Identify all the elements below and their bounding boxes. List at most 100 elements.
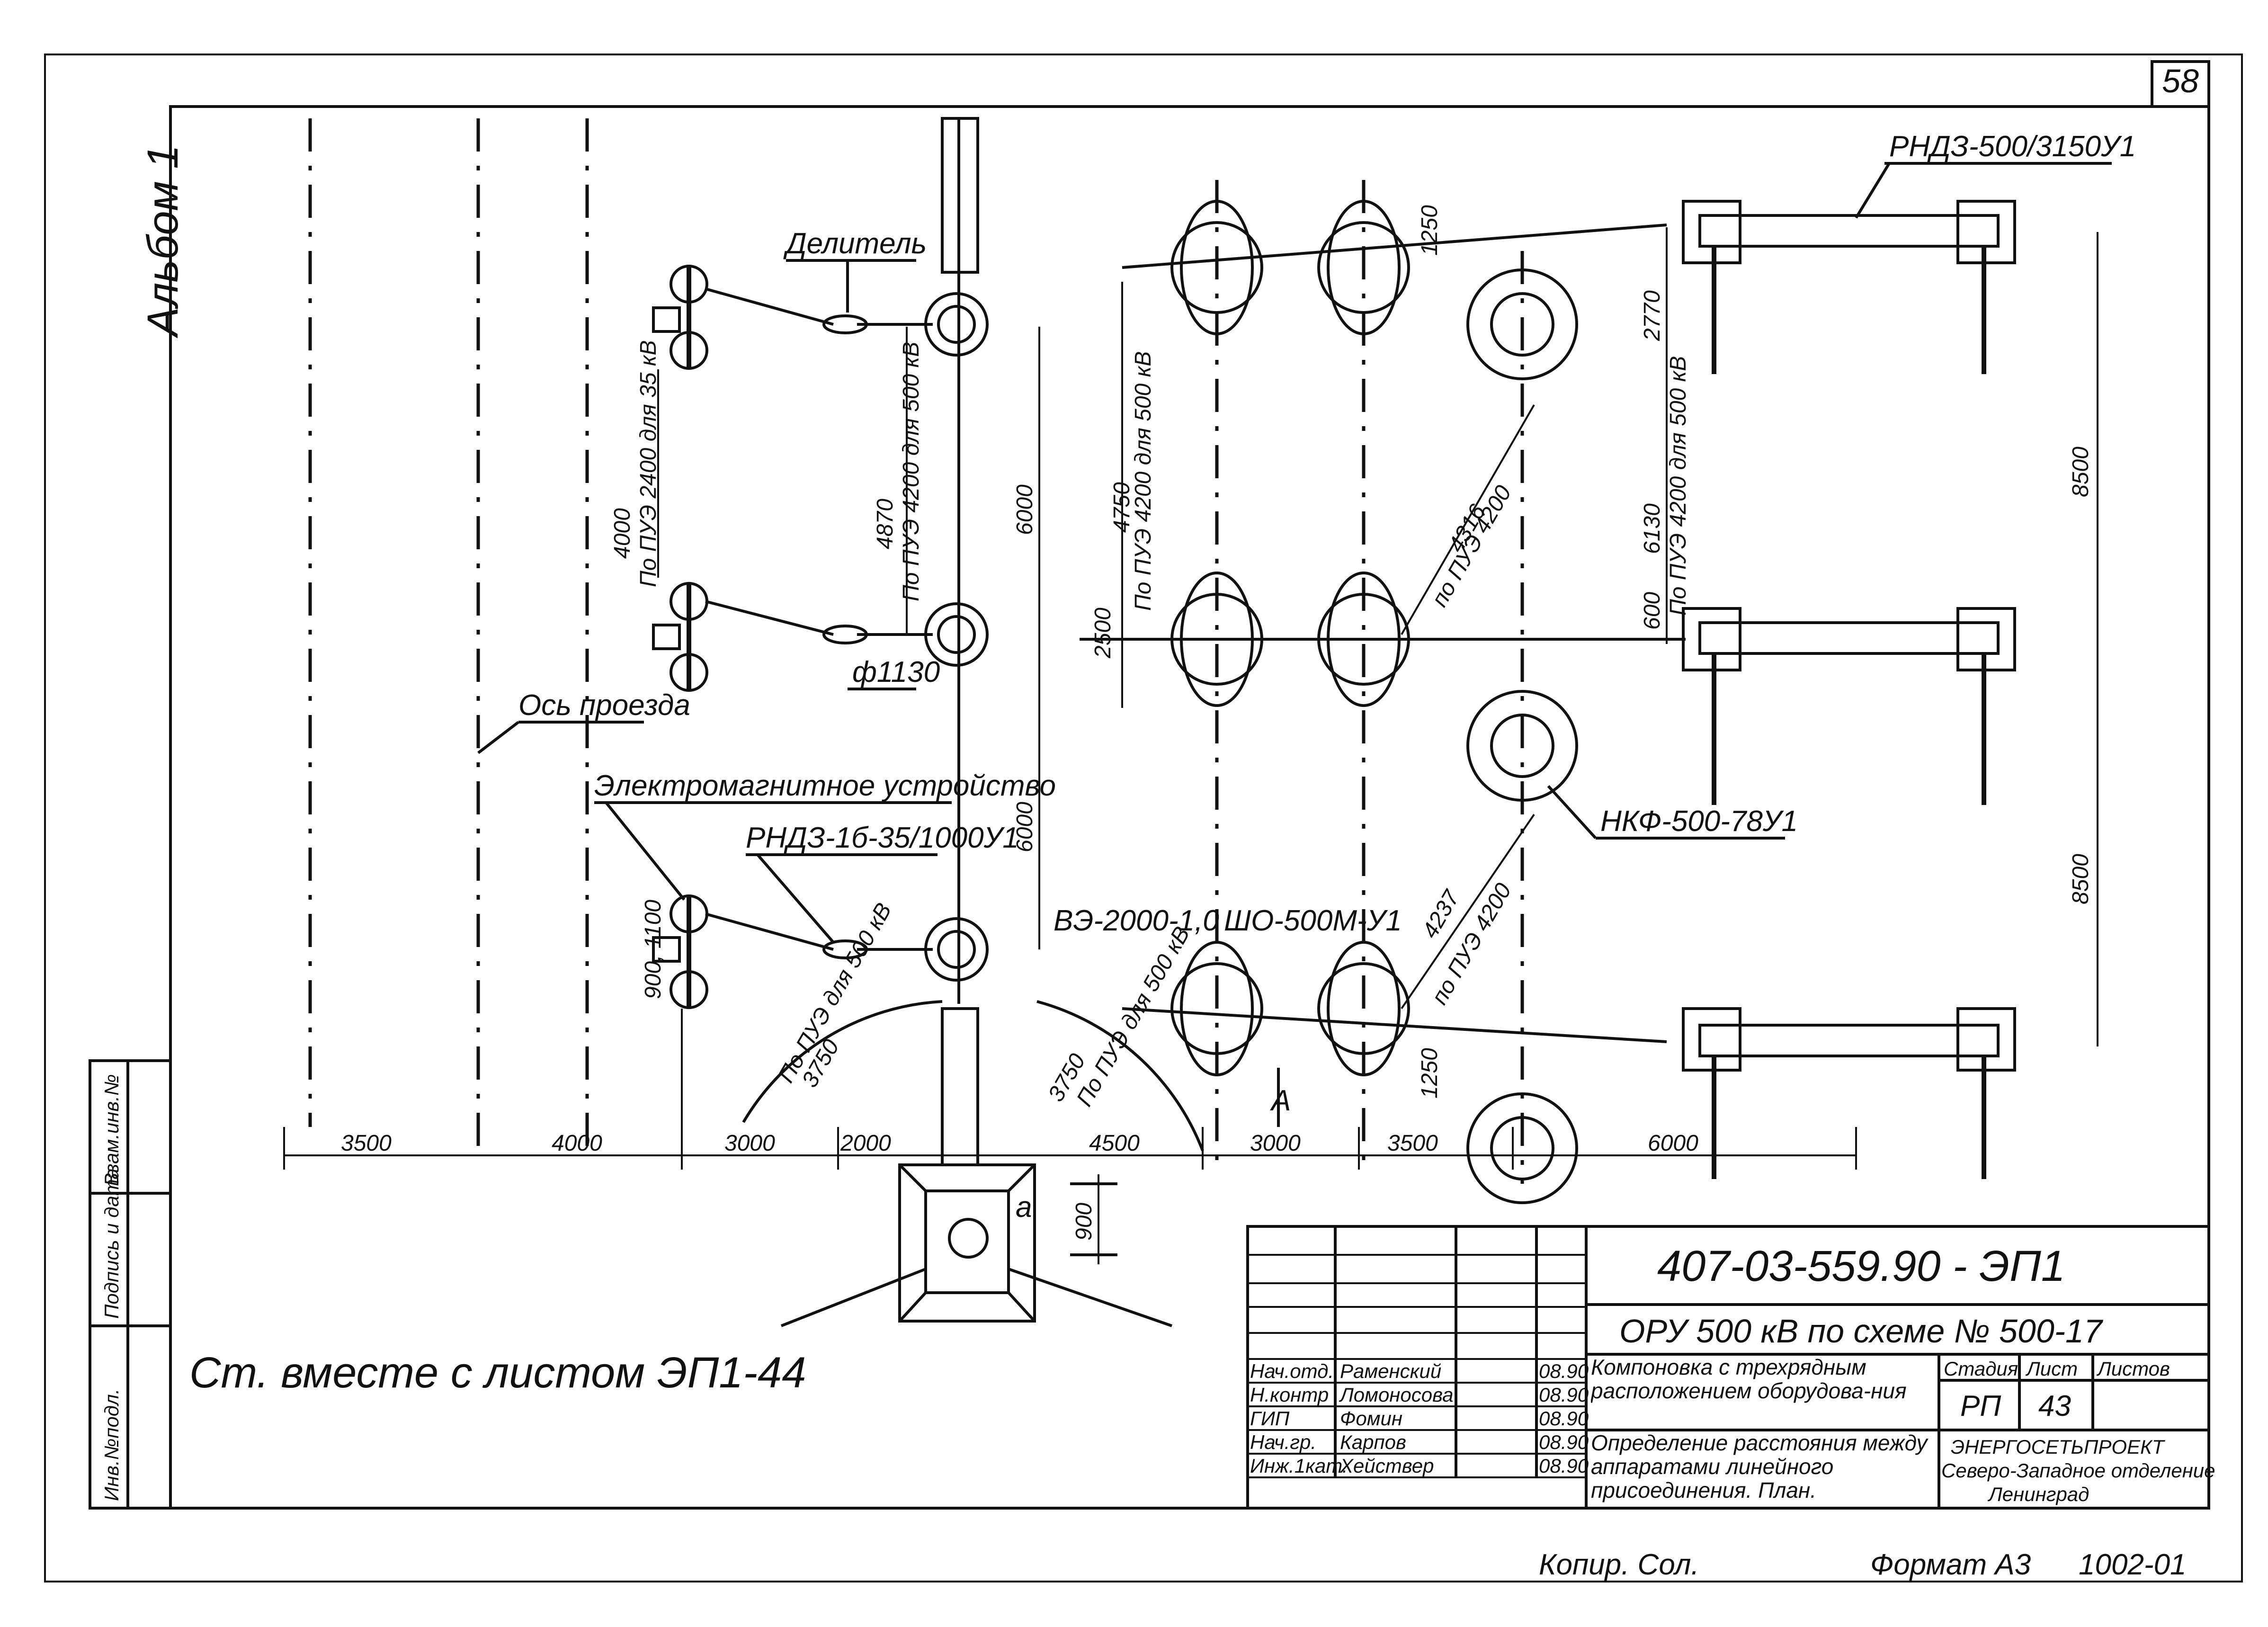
title-block: [1246, 1225, 2210, 1510]
outer-frame: [44, 54, 2243, 1582]
album-label: Альбом 1: [139, 145, 187, 339]
sheets-header: Листов: [2096, 1358, 2170, 1380]
dim-6000a: 6000: [1012, 484, 1037, 535]
line-insulator-mid: [924, 602, 989, 667]
portal-post: [941, 1007, 979, 1166]
dim-8500a: 8500: [2068, 447, 2093, 497]
dim-600: 600: [1640, 592, 1665, 630]
side-stamp-col: [126, 1059, 172, 1510]
nkf-top: [1466, 268, 1578, 380]
splitter-bot: [705, 912, 933, 959]
title-text-2: Определение расстояния между аппаратами …: [1591, 1431, 1928, 1502]
dim-4000-note: По ПУЭ 2400 для 35 кВ: [636, 340, 661, 587]
org-name: ЭНЕРГОСЕТЬПРОЕКТ: [1951, 1436, 2166, 1458]
dim-bottom-6: 3000: [1250, 1131, 1301, 1156]
dim-6130-note: По ПУЭ 4200 для 500 кВ: [1666, 356, 1691, 616]
diameter-label: ф1130: [852, 656, 940, 688]
rnd500-bot: [1682, 1007, 2016, 1179]
dim-bottom-8: 6000: [1648, 1131, 1698, 1156]
ve-label: ВЭ-2000-1,0: [1054, 904, 1219, 937]
name-3: Фомин: [1340, 1407, 1402, 1430]
dim-900: 900: [1071, 1203, 1097, 1241]
splitter-mid: [705, 600, 933, 644]
see-also-note: Ст. вместе с листом ЭП1-44: [189, 1349, 806, 1397]
inner-frame: [169, 105, 2210, 1510]
sheet-number-box: [2151, 60, 2210, 108]
date-1: 08.90: [1539, 1360, 1589, 1382]
dim-bottom-7: 3500: [1387, 1131, 1438, 1156]
stamp-inv: Инв.№подл.: [100, 1389, 123, 1501]
title-text-1: Компоновка с трехрядным расположением об…: [1591, 1355, 1907, 1403]
role-1: Нач.отд.: [1250, 1360, 1334, 1382]
role-2: Н.контр: [1250, 1384, 1329, 1406]
rnd500-mid: [1682, 607, 2016, 805]
splitter-label: Делитель: [783, 227, 927, 260]
axis-label: Ось проезда: [518, 689, 690, 722]
sheet-header: Лист: [2025, 1358, 2078, 1380]
dim-8500b: 8500: [2068, 854, 2093, 904]
name-5: Хействер: [1339, 1455, 1434, 1477]
dim-4750-note: По ПУЭ 4200 для 500 кВ: [1131, 351, 1156, 611]
code-bottom: 1002-01: [2079, 1548, 2187, 1581]
dim-4237: 4237: [1418, 885, 1465, 943]
name-1: Раменский: [1340, 1360, 1441, 1382]
nkf-label: НКФ-500-78У1: [1600, 805, 1798, 838]
dim-4316-note: по ПУЭ 4200: [1427, 481, 1517, 611]
copy-label: Копир. Сол.: [1539, 1548, 1699, 1581]
stamp-sign: Подпись и дата: [100, 1168, 123, 1319]
sheet-number: 58: [2162, 63, 2199, 99]
dim-1250b: 1250: [1417, 1048, 1442, 1099]
disconnector-35kv-mid: [652, 582, 708, 692]
dim-4750: 4750: [1109, 482, 1134, 533]
dim-1250a: 1250: [1417, 205, 1442, 256]
view-a-label: А: [1269, 1084, 1291, 1117]
dim-bottom-4: 2000: [840, 1131, 891, 1156]
doc-code: 407-03-559.90 - ЭП1: [1657, 1242, 2065, 1290]
nkf-bot: [1466, 1092, 1578, 1204]
dim-4000: 4000: [610, 508, 635, 559]
rnd-small-label: РНДЗ-1б-35/1000У1: [746, 822, 1019, 854]
dim-4870: 4870: [873, 499, 898, 549]
dim-3750b-note: По ПУЭ для 500 кВ: [1072, 922, 1195, 1110]
org-city: Ленинград: [1987, 1483, 2089, 1505]
format-label: Формат А3: [1870, 1548, 2031, 1581]
title-text-1-wrap: Компоновка с трехрядным расположением об…: [1591, 1355, 1907, 1403]
stage-header: Стадия: [1944, 1358, 2018, 1380]
nkf-mid: [1466, 690, 1578, 802]
dim-2500: 2500: [1090, 608, 1116, 659]
dim-2770: 2770: [1640, 290, 1665, 341]
sheet-value: 43: [2038, 1390, 2071, 1422]
view-a-small: а: [1016, 1191, 1032, 1224]
name-2: Ломоносова: [1339, 1384, 1454, 1406]
sho-label: ШО-500М-У1: [1224, 904, 1402, 937]
bus-top-block: [941, 117, 979, 274]
arc-left: [742, 1000, 943, 1123]
splitter-top: [705, 287, 933, 334]
date-4: 08.90: [1539, 1431, 1589, 1453]
stamp-replace: Взам.инв.№: [100, 1074, 123, 1186]
line-insulator-top: [924, 292, 989, 357]
date-5: 08.90: [1539, 1455, 1589, 1477]
role-5: Инж.1кат.: [1250, 1455, 1348, 1477]
dim-6130: 6130: [1640, 503, 1665, 554]
role-3: ГИП: [1250, 1407, 1290, 1430]
role-4: Нач.гр.: [1250, 1431, 1316, 1453]
disconnector-35kv-top: [652, 265, 708, 370]
dim-bottom-2: 4000: [552, 1131, 602, 1156]
project-name: ОРУ 500 кВ по схеме № 500-17: [1619, 1313, 2104, 1350]
dim-6000b: 6000: [1012, 802, 1037, 852]
date-2: 08.90: [1539, 1384, 1589, 1406]
date-3: 08.90: [1539, 1407, 1589, 1430]
rnd500-top: [1682, 200, 2016, 374]
em-device-label: Электромагнитное устройство: [594, 769, 1056, 802]
dim-4870-note: По ПУЭ 4200 для 500 кВ: [899, 342, 924, 601]
dim-bottom-1: 3500: [341, 1131, 392, 1156]
portal-foundation: [898, 1163, 1036, 1323]
rnd-big-label: РНДЗ-500/3150У1: [1889, 130, 2136, 163]
dim-bottom-5: 4500: [1089, 1131, 1140, 1156]
dim-bottom-3: 3000: [724, 1131, 775, 1156]
stage-value: РП: [1960, 1390, 2001, 1422]
name-4: Карпов: [1340, 1431, 1406, 1453]
org-branch: Северо-Западное отделение: [1941, 1459, 2215, 1482]
